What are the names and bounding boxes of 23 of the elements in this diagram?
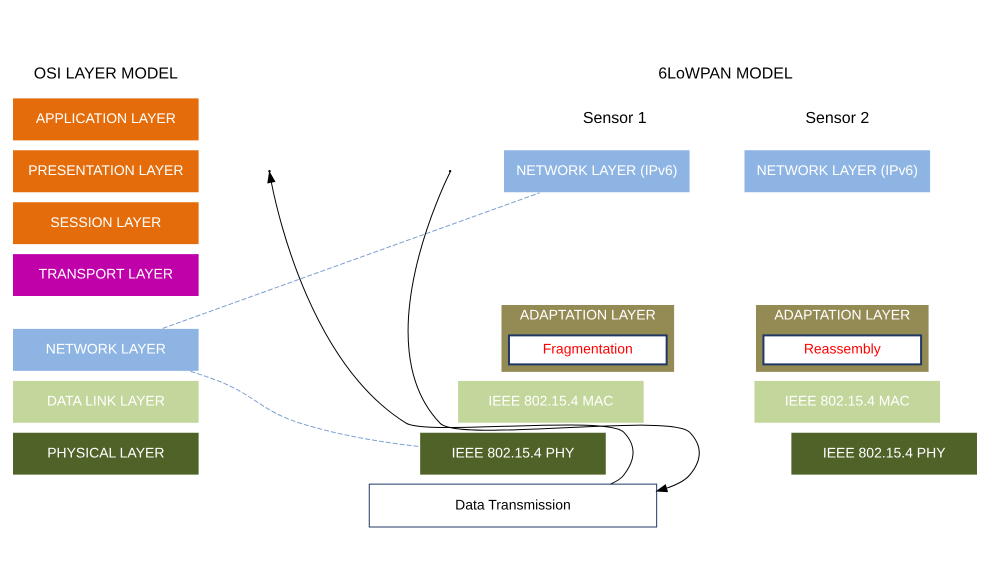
label: Sensor 1: [582, 110, 647, 128]
label: Sensor 2: [805, 110, 870, 128]
node-box: IEEE 802.15.4 MAC: [753, 380, 942, 424]
node-box: NETWORK LAYER: [12, 328, 200, 372]
node-box: Fragmentation: [508, 334, 668, 366]
node-box: Data Transmission: [368, 484, 658, 528]
node-box: IEEE 802.15.4 MAC: [457, 380, 645, 424]
connector: [162, 192, 540, 329]
node-box: IEEE 802.15.4 PHY: [419, 432, 607, 476]
label: 6LoWPAN MODEL: [658, 65, 793, 82]
arrow: [408, 172, 700, 492]
node-box: IEEE 802.15.4 PHY: [790, 432, 978, 476]
node-box: TRANSPORT LAYER: [12, 253, 200, 297]
node-box: Reassembly: [762, 334, 922, 366]
label: OSI LAYER MODEL: [34, 65, 178, 82]
node-box: APPLICATION LAYER: [12, 97, 200, 142]
node-box: SESSION LAYER: [12, 201, 200, 246]
node-box: NETWORK LAYER (IPv6): [743, 149, 932, 194]
node-box: PRESENTATION LAYER: [12, 149, 200, 194]
connector: [190, 370, 420, 448]
node-box: DATA LINK LAYER: [12, 380, 200, 424]
node-box: NETWORK LAYER (IPv6): [502, 149, 691, 194]
node-box: PHYSICAL LAYER: [12, 432, 200, 476]
